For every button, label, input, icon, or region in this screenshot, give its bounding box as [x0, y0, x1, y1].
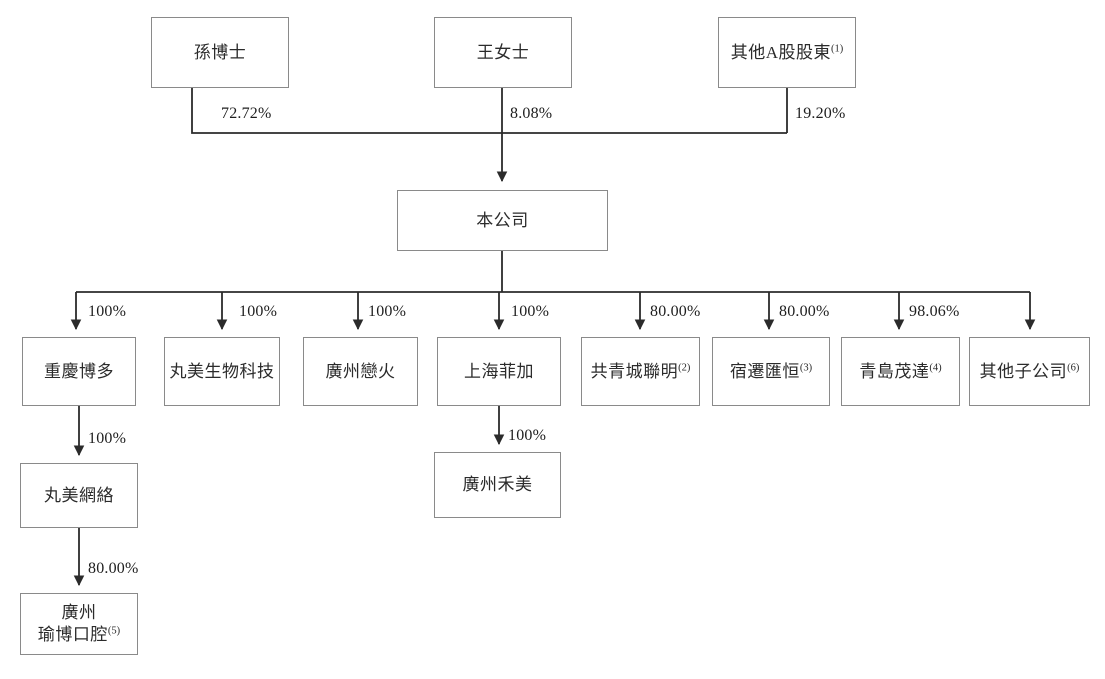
edge-label-e_wanmei_bio: 100% [239, 303, 278, 320]
node-label-chongqing: 重慶博多 [44, 361, 114, 381]
edge-label-e_sh_feijia: 100% [511, 303, 550, 320]
node-label-qd_md: 青島茂達(4) [859, 361, 942, 381]
node-footnote-gqc_lm: (2) [678, 361, 691, 373]
edge-label-e_qd_md: 98.06% [909, 303, 960, 320]
node-wang: 王女士 [434, 17, 572, 88]
edge-label-e_wang: 8.08% [510, 105, 553, 122]
node-other_a: 其他A股股東(1) [718, 17, 856, 88]
edge-label-e_chongqing: 100% [88, 303, 127, 320]
node-label-wanmei_bio: 丸美生物科技 [169, 361, 275, 381]
node-label-other_subs: 其他子公司(6) [979, 361, 1080, 381]
node-gz_lianhuo: 廣州戀火 [303, 337, 418, 406]
edge-label-e_other_a: 19.20% [795, 105, 846, 122]
node-label-gz_yubo: 廣州 瑜博口腔(5) [37, 603, 121, 644]
node-wanmei_net: 丸美網絡 [20, 463, 138, 528]
node-label-sun: 孫博士 [193, 42, 247, 62]
node-label-gqc_lm: 共青城聯明(2) [590, 361, 691, 381]
node-other_subs: 其他子公司(6) [969, 337, 1090, 406]
node-company: 本公司 [397, 190, 608, 251]
node-wanmei_bio: 丸美生物科技 [164, 337, 280, 406]
node-footnote-gz_yubo: (5) [107, 625, 121, 637]
edge-label-e_gz_lianhuo: 100% [368, 303, 407, 320]
edge-label-e_sq_hh: 80.00% [779, 303, 830, 320]
node-sh_feijia: 上海菲加 [437, 337, 561, 406]
edge-label-e_sun: 72.72% [221, 105, 272, 122]
node-gqc_lm: 共青城聯明(2) [581, 337, 700, 406]
edge-label-e_gqc_lm: 80.00% [650, 303, 701, 320]
node-label-gz_hemei: 廣州禾美 [462, 475, 533, 495]
edge-top-bus [191, 88, 787, 134]
node-label-gz_lianhuo: 廣州戀火 [325, 361, 396, 381]
edge-label-e_gz_yubo: 80.00% [88, 560, 139, 577]
node-footnote-sq_hh: (3) [799, 361, 813, 373]
node-label-sq_hh: 宿遷匯恒(3) [729, 361, 813, 381]
node-label-other_a: 其他A股股東(1) [730, 42, 844, 62]
edge-label-e_gz_hemei: 100% [508, 427, 547, 444]
node-sq_hh: 宿遷匯恒(3) [712, 337, 830, 406]
node-footnote-other_subs: (6) [1067, 361, 1080, 373]
node-qd_md: 青島茂達(4) [841, 337, 960, 406]
node-label-wang: 王女士 [476, 42, 530, 62]
node-chongqing: 重慶博多 [22, 337, 136, 406]
node-footnote-other_a: (1) [831, 42, 844, 54]
node-footnote-qd_md: (4) [929, 361, 942, 373]
node-gz_hemei: 廣州禾美 [434, 452, 561, 518]
node-label-sh_feijia: 上海菲加 [464, 361, 534, 381]
node-sun: 孫博士 [151, 17, 289, 88]
node-gz_yubo: 廣州 瑜博口腔(5) [20, 593, 138, 655]
edge-label-e_wanmei_net: 100% [88, 430, 127, 447]
node-label-wanmei_net: 丸美網絡 [44, 485, 114, 505]
node-label-company: 本公司 [476, 210, 529, 230]
